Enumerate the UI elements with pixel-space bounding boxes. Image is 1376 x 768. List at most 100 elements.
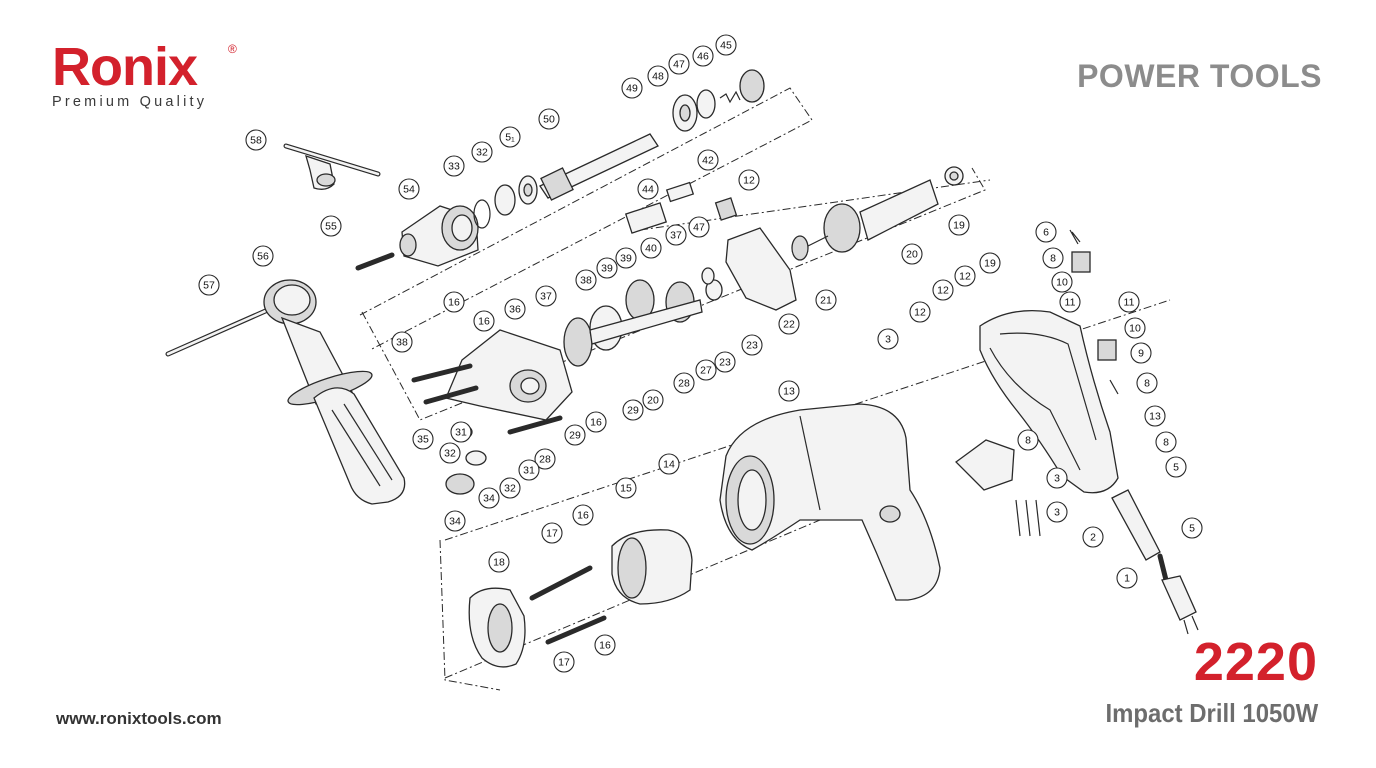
- part-callout: 21: [815, 289, 837, 311]
- part-callout: 44: [637, 178, 659, 200]
- part-callout-number: 10: [1129, 323, 1141, 335]
- part-callout: 57: [198, 274, 220, 296]
- part-callout-number: 3: [885, 334, 891, 346]
- part-callout: 8: [1155, 431, 1177, 453]
- part-callout-number: 39: [620, 253, 632, 265]
- part-callout-number: 5: [1189, 523, 1195, 535]
- part-callout-number: 29: [569, 430, 581, 442]
- part-callout: 20: [642, 389, 664, 411]
- part-callout: 54: [398, 178, 420, 200]
- part-callout-number: 16: [448, 297, 460, 309]
- part-callout: 37: [665, 224, 687, 246]
- part-callout-number: 27: [700, 365, 712, 377]
- part-callout: 19: [948, 214, 970, 236]
- part-callout-number: 16: [577, 510, 589, 522]
- part-callout-number: 1: [1124, 573, 1130, 585]
- part-callout: 16: [473, 310, 495, 332]
- part-callout-number: 8: [1163, 437, 1169, 449]
- part-callout: 39: [615, 247, 637, 269]
- model-number: 2220: [1193, 632, 1318, 692]
- part-callout: 56: [252, 245, 274, 267]
- part-callout: 40: [640, 237, 662, 259]
- part-callout: 34: [444, 510, 466, 532]
- part-callout-number: 12: [959, 271, 971, 283]
- part-callout: 16: [443, 291, 465, 313]
- part-callout: 13: [778, 380, 800, 402]
- part-callout: 49: [621, 77, 643, 99]
- product-name: Impact Drill 1050W: [1105, 698, 1318, 728]
- part-callout-number: 10: [1056, 277, 1068, 289]
- part-callout-number: 42: [702, 155, 714, 167]
- part-callout: 2: [1082, 526, 1104, 548]
- part-callout-number: 29: [627, 405, 639, 417]
- motor-housing: [719, 403, 941, 601]
- part-callout-number: 36: [509, 304, 521, 316]
- long-screws: [529, 565, 607, 645]
- part-callout: 16: [572, 504, 594, 526]
- part-callout-number: 22: [783, 319, 795, 331]
- side-handle-assembly: [165, 279, 406, 505]
- part-callout-number: 28: [539, 454, 551, 466]
- part-callout: 45: [715, 34, 737, 56]
- part-callout-number: 32: [476, 147, 488, 159]
- part-callout: 16: [585, 411, 607, 433]
- part-callout: 32: [439, 442, 461, 464]
- part-callout-number: 17: [546, 528, 558, 540]
- part-callout-number: 34: [483, 493, 495, 505]
- part-callout: 16: [594, 634, 616, 656]
- part-callout-number: 33: [448, 161, 460, 173]
- part-callout: 10: [1124, 317, 1146, 339]
- part-callout: 13: [1144, 405, 1166, 427]
- part-callout-number: 5: [1173, 462, 1179, 474]
- part-callout-number: 8: [1050, 253, 1056, 265]
- gear-train: [563, 181, 738, 367]
- part-callout: 5: [1165, 456, 1187, 478]
- part-callout-number: 54: [403, 184, 415, 196]
- part-callout: 58: [245, 129, 267, 151]
- gear-housing: [411, 329, 573, 435]
- part-callout-number: 37: [540, 291, 552, 303]
- part-callout-number: 50: [543, 114, 555, 126]
- part-callout: 23: [741, 334, 763, 356]
- category-title: POWER TOOLS: [1077, 58, 1322, 94]
- depth-rod: [355, 252, 395, 271]
- drill-chuck: [399, 205, 479, 267]
- part-callout: 29: [564, 424, 586, 446]
- part-callout: 38: [391, 331, 413, 353]
- part-callout-number: 14: [663, 459, 675, 471]
- part-callout-number: 19: [953, 220, 965, 232]
- part-callout-number: 11: [1065, 297, 1076, 309]
- spindle-bearing-stack: [672, 69, 765, 132]
- part-callout-number: 20: [906, 249, 918, 261]
- part-callout-number: 48: [652, 71, 664, 83]
- spindle: [539, 133, 659, 201]
- part-callout-number: 58: [250, 135, 262, 147]
- part-callout: 12: [932, 279, 954, 301]
- part-callout-number: 38: [396, 337, 408, 349]
- part-callout: 32: [471, 141, 493, 163]
- part-callout: 9: [1130, 342, 1152, 364]
- part-callout: 5₁: [499, 126, 521, 148]
- part-callout: 3: [1046, 501, 1068, 523]
- gear-cover-plate: [725, 227, 809, 311]
- brand-name: Ronix: [52, 37, 198, 97]
- part-callout-number: 47: [673, 59, 685, 71]
- part-callout: 55: [320, 215, 342, 237]
- part-callout-number: 37: [670, 230, 682, 242]
- part-callout: 28: [673, 372, 695, 394]
- part-callout: 1: [1116, 567, 1138, 589]
- part-callout-number: 12: [743, 175, 755, 187]
- part-callout-number: 32: [504, 483, 516, 495]
- part-callout: 38: [575, 269, 597, 291]
- part-callout-number: 39: [601, 263, 613, 275]
- brand-logo: Ronix ® Premium Quality: [52, 37, 237, 110]
- part-callout: 14: [658, 453, 680, 475]
- registered-mark: ®: [228, 42, 237, 56]
- part-callout-number: 2: [1090, 532, 1096, 544]
- part-callout-number: 28: [678, 378, 690, 390]
- part-callout: 37: [535, 285, 557, 307]
- part-callout: 6: [1035, 221, 1057, 243]
- part-callout: 33: [443, 155, 465, 177]
